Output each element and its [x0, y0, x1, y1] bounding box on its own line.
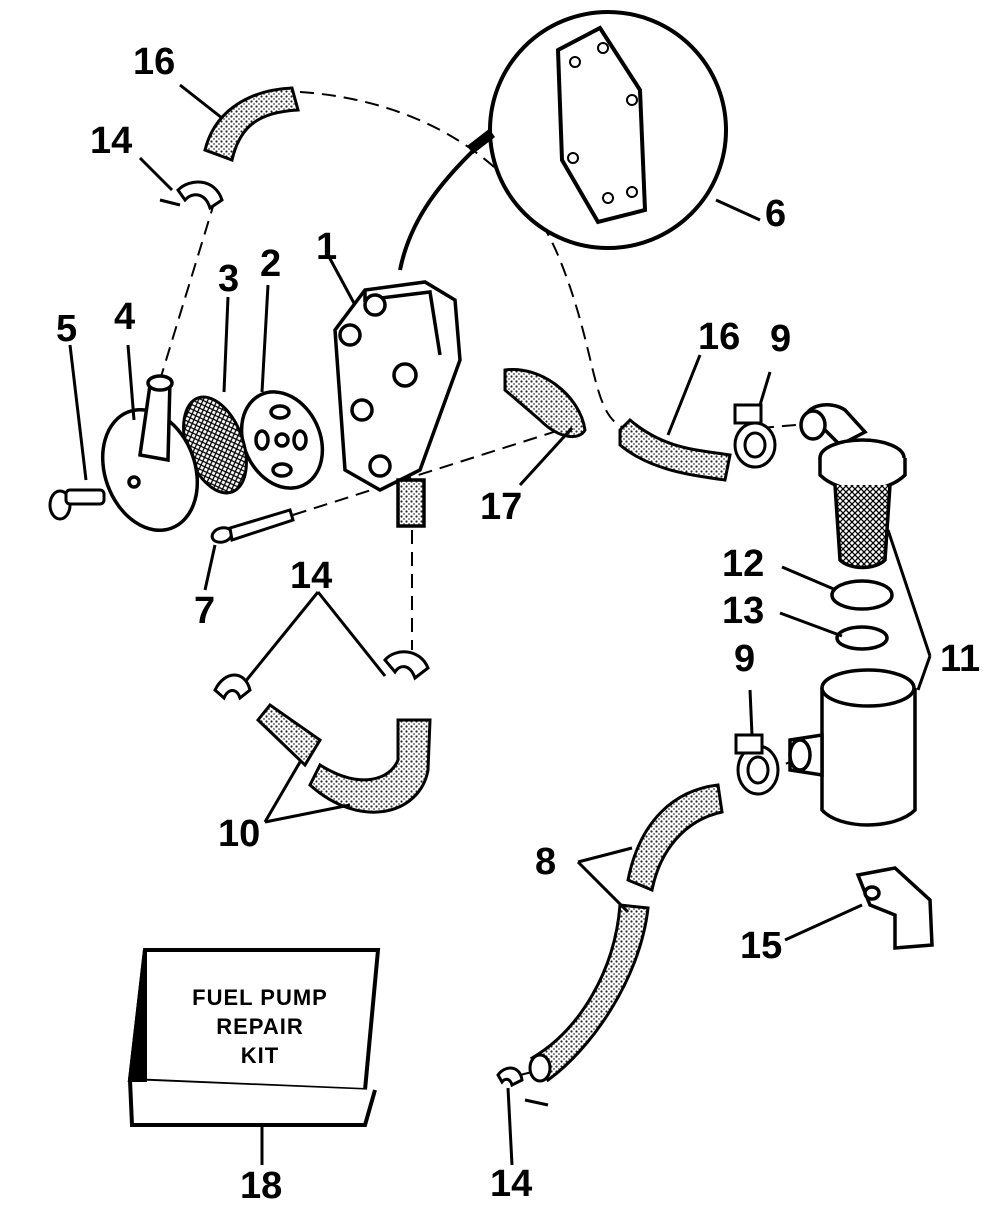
callout-3: 3	[218, 258, 240, 300]
callout-17: 17	[480, 486, 523, 528]
gasket-detail-6	[398, 10, 728, 271]
callout-9-bottom: 9	[734, 638, 756, 680]
clip-14-bottom	[496, 1066, 549, 1107]
clip-14-left	[213, 673, 252, 701]
callout-10: 10	[218, 813, 261, 855]
dashed-connectors	[159, 91, 809, 1076]
callout-16-right: 16	[698, 316, 741, 358]
callout-14-middle: 14	[290, 555, 333, 597]
gasket-17	[503, 367, 587, 439]
clamp-9-bottom	[734, 733, 780, 796]
hoses-10	[255, 702, 432, 814]
pump-body-1	[333, 280, 462, 528]
cover-4	[100, 374, 200, 533]
callout-6: 6	[765, 193, 787, 235]
bracket-15	[855, 866, 934, 950]
kit-label-line1: FUEL PUMP	[192, 985, 328, 1010]
callout-1: 1	[316, 226, 338, 268]
kit-box-18	[127, 948, 381, 1127]
callout-14-top: 14	[90, 120, 133, 162]
screw-7	[210, 508, 295, 544]
screw-5	[48, 488, 106, 521]
callout-13: 13	[722, 590, 765, 632]
callout-14-bottom: 14	[490, 1163, 533, 1205]
callout-9-top: 9	[770, 318, 792, 360]
kit-label-line2: REPAIR	[216, 1014, 304, 1039]
clip-14-center	[383, 650, 430, 681]
filter-assembly-11	[788, 403, 917, 827]
hose-16-top	[203, 86, 300, 162]
callout-18: 18	[240, 1165, 283, 1207]
leader-lines	[68, 83, 932, 1166]
kit-label-line3: KIT	[240, 1043, 280, 1068]
diaphragm-plate-2	[239, 390, 325, 490]
callout-11: 11	[940, 638, 981, 680]
clamp-9-top	[733, 403, 777, 469]
clip-14-top	[159, 180, 224, 211]
callout-16-top: 16	[133, 41, 176, 83]
callout-15: 15	[740, 925, 783, 967]
callout-2: 2	[260, 243, 282, 285]
callout-4: 4	[114, 296, 136, 338]
callout-5: 5	[56, 308, 78, 350]
hoses-8	[528, 783, 724, 1083]
callout-7: 7	[194, 590, 216, 632]
callout-12: 12	[722, 543, 765, 585]
hose-16-right	[618, 417, 732, 482]
callout-8: 8	[535, 841, 557, 883]
